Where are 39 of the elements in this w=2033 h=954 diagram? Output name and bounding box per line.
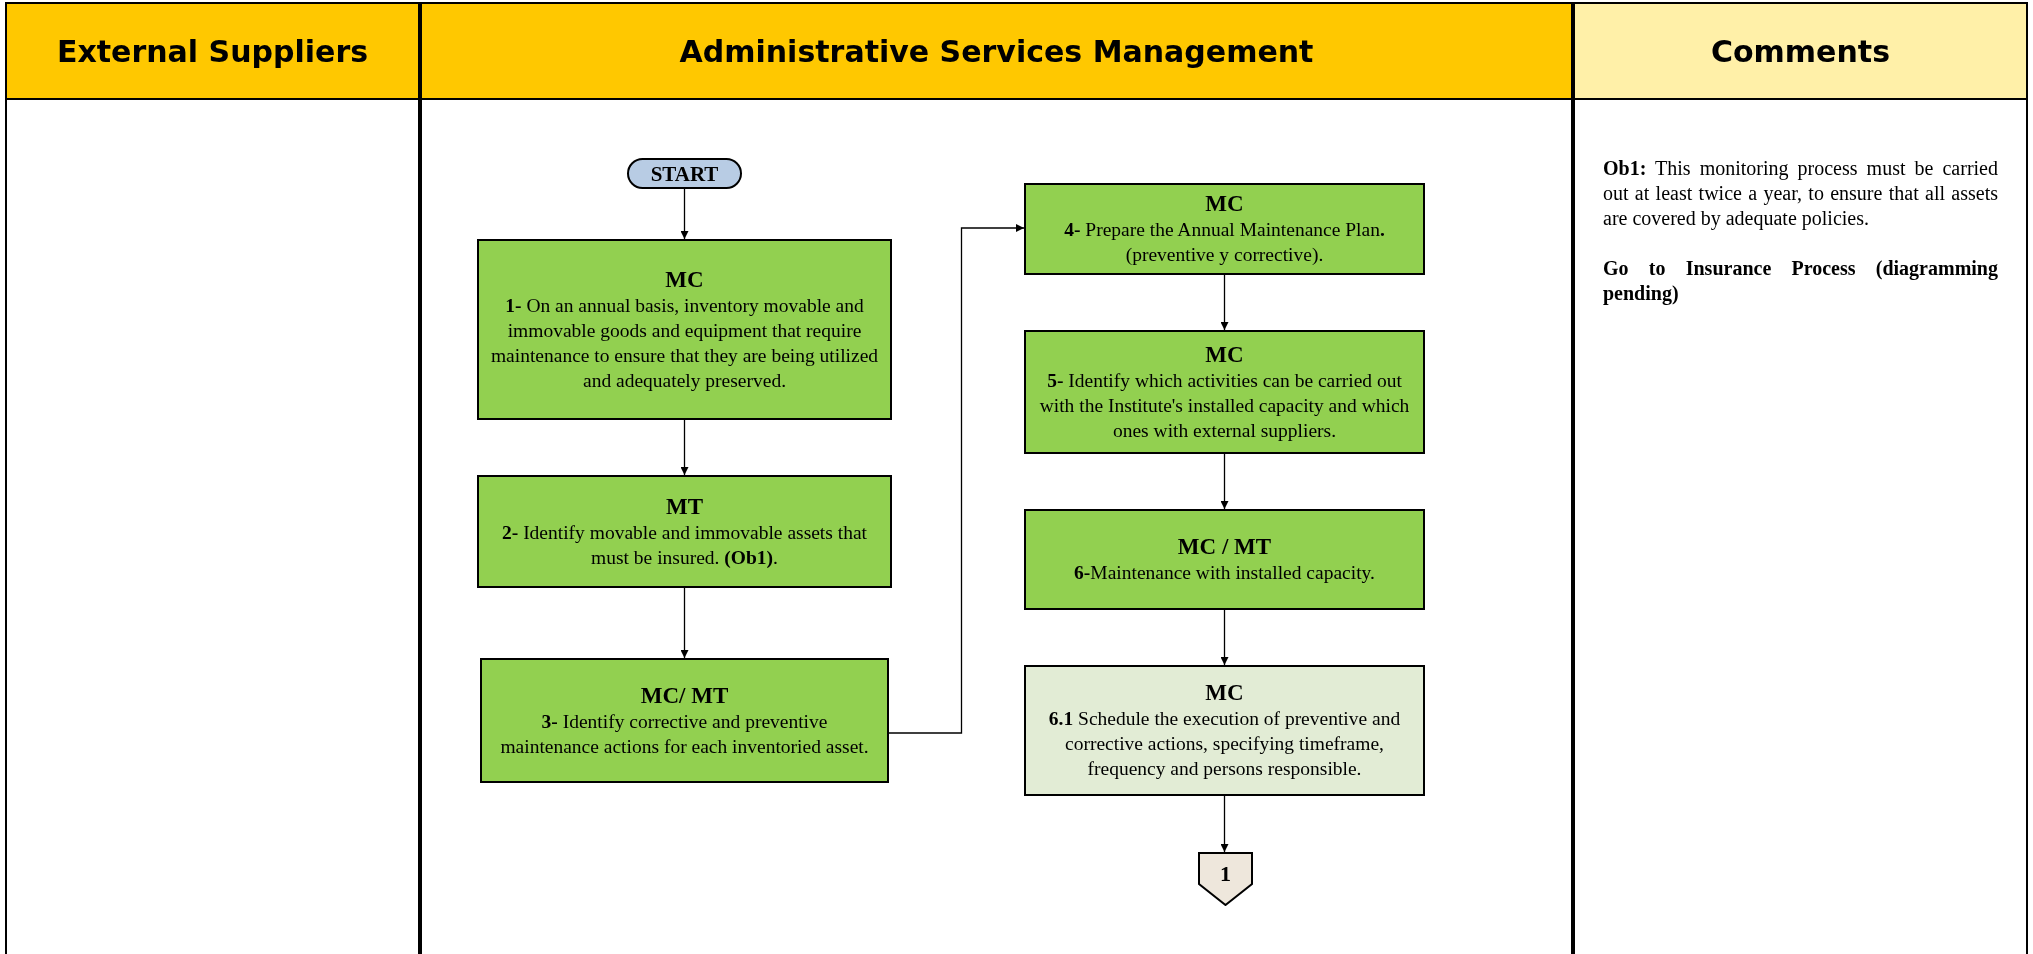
role-label: MC	[1205, 341, 1244, 368]
swimlane	[420, 2, 1573, 954]
arrow	[1220, 453, 1229, 510]
arrow	[680, 587, 689, 659]
process-box	[477, 475, 892, 588]
lane-header: Comments	[1575, 4, 2026, 100]
role-label: MC	[1205, 680, 1244, 706]
offpage-connector: 1	[1198, 852, 1253, 906]
swimlane	[5, 2, 420, 954]
role-label: MC	[665, 266, 704, 293]
step-text: 6.1 Schedule the execution of preventive and corrective actions, specifying timeframe, frequency and persons responsible.	[1047, 707, 1402, 781]
role-label: MC	[1205, 191, 1244, 217]
role-label: MT	[665, 493, 704, 520]
process-box	[480, 658, 889, 783]
process-box	[477, 239, 892, 420]
process-box	[1024, 509, 1425, 610]
step-text: 5- Identify which activities can be carried out with the Institute's installed capacity and which ones with external suppliers.	[1038, 368, 1411, 443]
arrow	[1220, 274, 1229, 331]
step-text: 4- Prepare the Annual Maintenance Plan.(preventive y corrective).	[1063, 218, 1386, 267]
role-label: MC / MT	[1177, 534, 1272, 560]
start-terminal: START	[627, 158, 742, 189]
process-box	[1024, 665, 1425, 796]
step-text: 2- Identify movable and immovable assets that must be insured. (Ob1).	[501, 520, 868, 570]
step-text: 3- Identify corrective and preventive maintenance actions for each inventoried asset.	[499, 709, 870, 759]
step-text: 6-Maintenance with installed capacity.	[1073, 561, 1376, 585]
arrow	[680, 419, 689, 476]
lane-header: External Suppliers	[7, 4, 418, 100]
process-box	[1024, 330, 1425, 454]
arrow	[680, 188, 689, 240]
swimlane	[1573, 2, 2028, 954]
step-text: 1- On an annual basis, inventory movable and immovable goods and equipment that require maintenance to ensure that they are being utilized and adequately preserved.	[489, 293, 880, 393]
arrow	[1220, 609, 1229, 666]
arrow	[888, 224, 1025, 734]
comment-text: Go to Insurance Process (diagramming pending)	[1603, 256, 1998, 306]
comment-text: Ob1: This monitoring process must be carried out at least twice a year, to ensure that all assets are covered by adequate policies.	[1603, 156, 1998, 231]
role-label: MC/ MT	[640, 682, 729, 709]
lane-header: Administrative Services Management	[422, 4, 1571, 100]
process-box	[1024, 183, 1425, 275]
arrow	[1220, 795, 1229, 853]
